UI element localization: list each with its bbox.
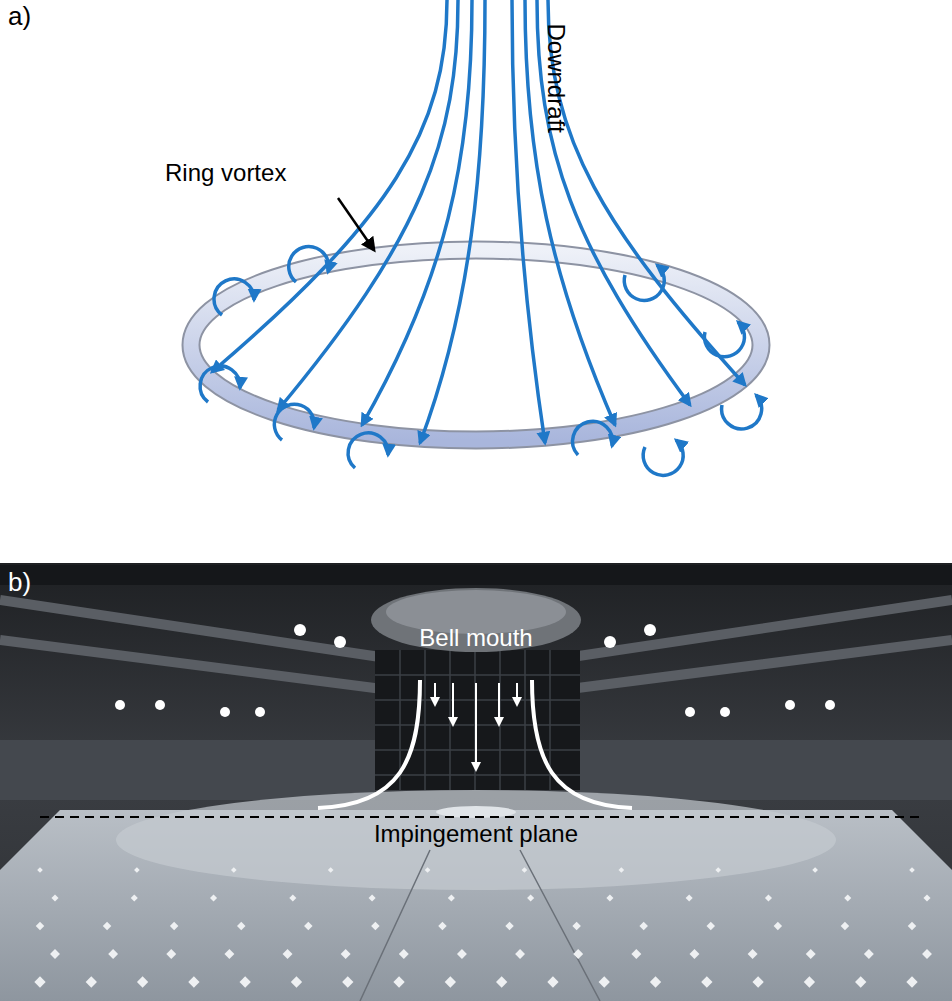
floor-marker (188, 976, 199, 987)
floor-marker (619, 867, 625, 873)
panel-letter: b) (8, 568, 31, 597)
floor-marker (707, 922, 715, 930)
floor-marker (399, 949, 409, 959)
floor-marker (650, 976, 661, 987)
floor-marker (752, 976, 763, 987)
floor-marker (765, 894, 772, 901)
floor-marker (448, 894, 455, 901)
plane-label: Impingement plane (374, 821, 578, 847)
floor-marker (690, 949, 700, 959)
floor-marker (812, 867, 818, 873)
floor-marker (923, 894, 930, 901)
impingement-plane-line (40, 816, 920, 818)
floor-marker (457, 949, 467, 959)
floor-marker (774, 922, 782, 930)
floor-marker (748, 949, 758, 959)
floor-marker (37, 867, 43, 873)
floor-marker (527, 894, 534, 901)
floor-marker (224, 949, 234, 959)
floor-marker (170, 922, 178, 930)
floor-marker (864, 949, 874, 959)
floor-marker (908, 922, 916, 930)
callout-label: Ring vortex (165, 160, 286, 186)
floor-marker (371, 922, 379, 930)
floor-marker (547, 976, 558, 987)
floor-marker (137, 976, 148, 987)
floor-marker (103, 922, 111, 930)
floor-marker (86, 976, 97, 987)
leader-line (338, 198, 374, 250)
floor-marker (631, 949, 641, 959)
floor-marker (237, 922, 245, 930)
floor-marker (289, 894, 296, 901)
floor-marker (505, 922, 513, 930)
floor-marker (438, 922, 446, 930)
floor-marker (291, 976, 302, 987)
floor-marker (906, 976, 917, 987)
floor-marker (108, 949, 118, 959)
floor-marker (606, 894, 613, 901)
floor-marker (522, 867, 528, 873)
floor-marker (922, 949, 932, 959)
floor-marker (36, 922, 44, 930)
floor-marker (50, 949, 60, 959)
floor-marker (283, 949, 293, 959)
wind-tunnel-photo (0, 563, 952, 1001)
floor-marker (445, 976, 456, 987)
flow-label: Downdraft (543, 23, 569, 132)
floor-marker (701, 976, 712, 987)
floor-marker (806, 949, 816, 959)
vortex-curls (200, 247, 762, 476)
floor-marker (855, 976, 866, 987)
floor-marker (804, 976, 815, 987)
floor-marker (572, 922, 580, 930)
downdraft-streamlines (212, 0, 745, 443)
floor-marker (909, 867, 915, 873)
floor-marker (844, 894, 851, 901)
floor-marker (425, 867, 431, 873)
floor-marker (573, 949, 583, 959)
floor-marker (131, 894, 138, 901)
floor-marker (841, 922, 849, 930)
floor-marker (341, 949, 351, 959)
floor-marker (51, 894, 58, 901)
floor-marker (515, 949, 525, 959)
floor-marker (304, 922, 312, 930)
floor-marker (393, 976, 404, 987)
floor-marker (496, 976, 507, 987)
floor-marker (328, 867, 334, 873)
ring-vortex (191, 250, 761, 440)
floor-marker (231, 867, 237, 873)
floor-marker (686, 894, 693, 901)
floor-marker (369, 894, 376, 901)
floor-marker (639, 922, 647, 930)
floor-marker (166, 949, 176, 959)
floor-marker (240, 976, 251, 987)
floor-marker (134, 867, 140, 873)
floor-marker (210, 894, 217, 901)
panel-letter: a) (8, 2, 31, 31)
part-label: Bell mouth (419, 625, 532, 651)
floor-marker (715, 867, 721, 873)
floor-marker (599, 976, 610, 987)
floor-marker (34, 976, 45, 987)
floor-marker (342, 976, 353, 987)
